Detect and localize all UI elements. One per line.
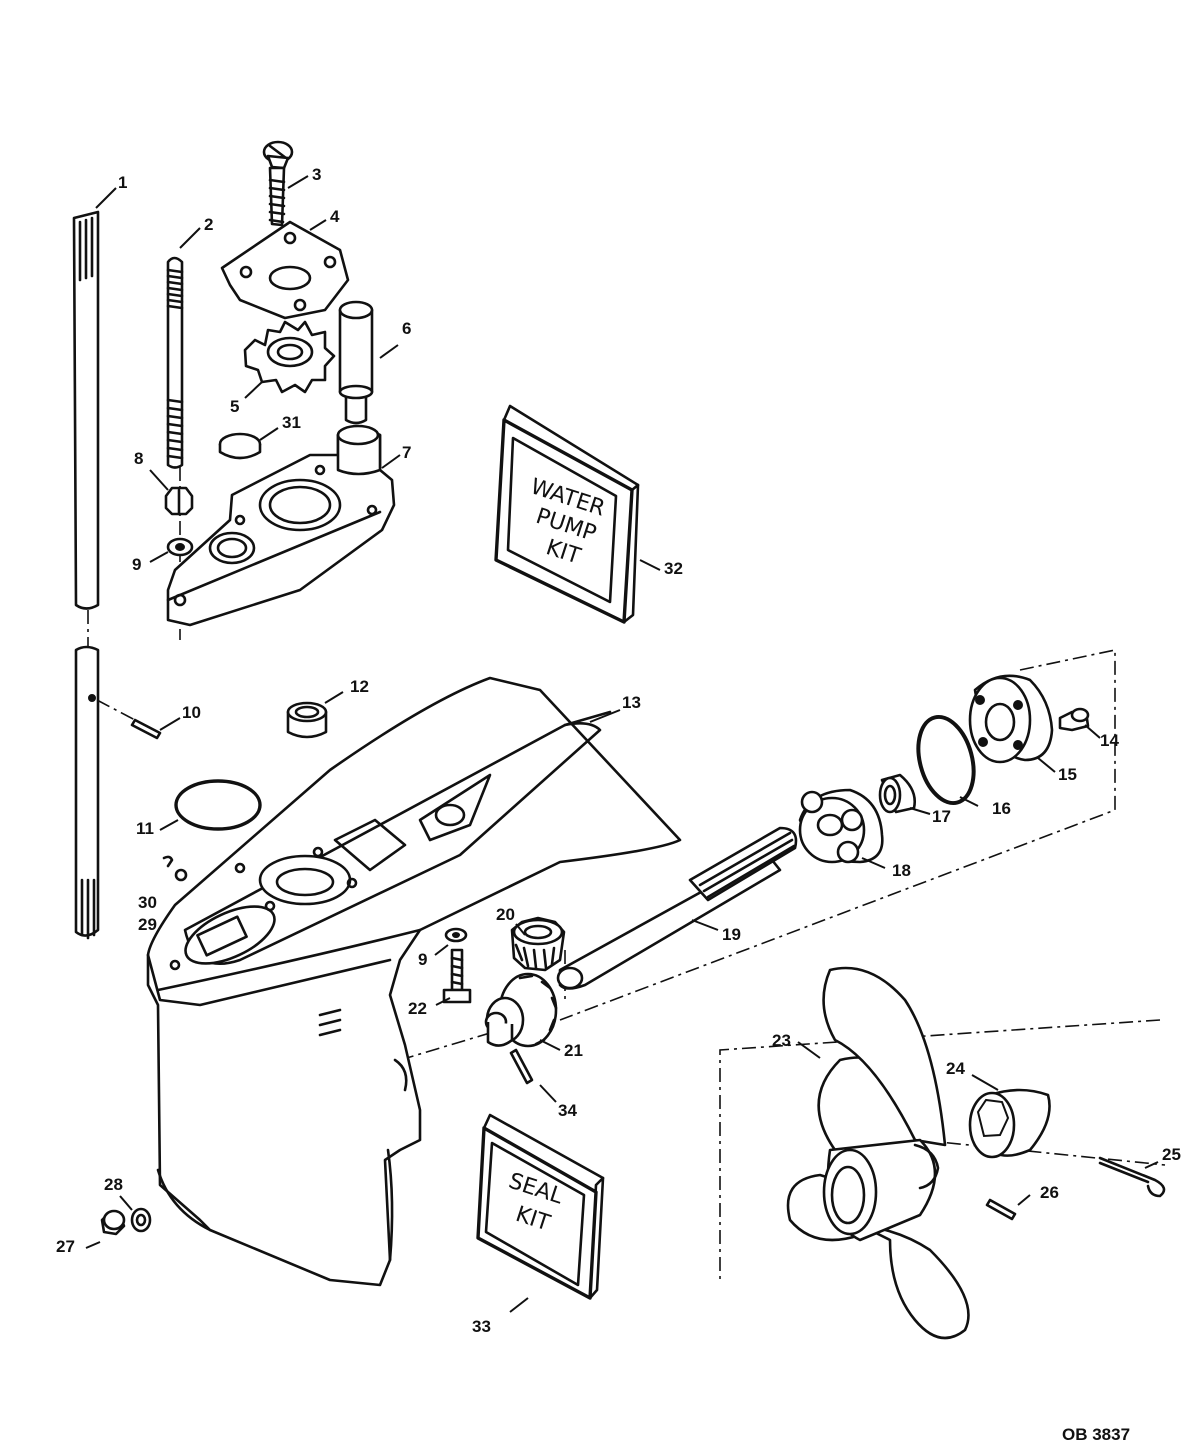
impeller <box>243 320 336 394</box>
callout-17: 17 <box>932 807 951 826</box>
callout-14: 14 <box>1100 731 1119 750</box>
thrust-hub <box>968 1088 1051 1159</box>
callout-7: 7 <box>402 443 411 462</box>
propeller <box>786 966 970 1340</box>
callout-26: 26 <box>1040 1183 1059 1202</box>
callout-23: 23 <box>772 1031 791 1050</box>
housing-fin-edge <box>563 710 612 727</box>
callout-33: 33 <box>472 1317 491 1336</box>
callout-12: 12 <box>350 677 369 696</box>
forward-gear <box>484 972 558 1048</box>
callout-11: 11 <box>136 819 154 838</box>
callout-34: 34 <box>558 1101 577 1120</box>
callout-24: 24 <box>946 1059 965 1078</box>
carrier-o-ring <box>916 714 976 806</box>
water-tube <box>338 300 374 425</box>
bearing <box>878 773 916 814</box>
callout-5: 5 <box>230 397 239 416</box>
prop-pin <box>985 1198 1017 1221</box>
callout-9-upper: 9 <box>132 555 141 574</box>
callout-20: 20 <box>496 905 515 924</box>
bushing <box>286 701 328 739</box>
callout-8: 8 <box>134 449 143 468</box>
gear-housing <box>146 676 682 1287</box>
assembly-lines <box>87 440 1166 1280</box>
callout-2: 2 <box>204 215 213 234</box>
callout-30: 30 <box>138 893 157 912</box>
callout-15: 15 <box>1058 765 1077 784</box>
callout-27: 27 <box>56 1237 75 1256</box>
pin <box>130 718 162 740</box>
water-pump-kit-box: WATER PUMP KIT <box>494 404 640 624</box>
bearing-carrier <box>968 674 1054 764</box>
drain-screw <box>100 1209 126 1236</box>
callout-21: 21 <box>564 1041 583 1060</box>
callout-3: 3 <box>312 165 321 184</box>
carrier-bolt <box>1058 707 1090 732</box>
callout-32: 32 <box>664 559 683 578</box>
drawing-code: OB 3837 <box>1062 1425 1130 1444</box>
callout-6: 6 <box>402 319 411 338</box>
callout-19: 19 <box>722 925 741 944</box>
callout-22: 22 <box>408 999 427 1018</box>
seal-kit-box: SEAL KIT <box>476 1113 605 1300</box>
pinion-gear <box>510 916 566 972</box>
callout-31: 31 <box>282 413 301 432</box>
screw-and-washer <box>162 855 188 882</box>
propeller-shaft <box>556 826 798 990</box>
bolt <box>442 927 472 1004</box>
callout-29: 29 <box>138 915 157 934</box>
callout-16: 16 <box>992 799 1011 818</box>
callout-numbers: 1 2 3 4 5 6 7 8 9 9 10 11 12 13 14 15 16… <box>56 165 1181 1336</box>
leader-lines <box>85 175 1159 1313</box>
callout-28: 28 <box>104 1175 123 1194</box>
cotter-pin <box>1098 1156 1166 1198</box>
drive-shaft <box>72 210 100 940</box>
stud <box>166 256 184 469</box>
callout-18: 18 <box>892 861 911 880</box>
sealing-washer <box>130 1207 152 1233</box>
callout-13: 13 <box>622 693 641 712</box>
shift-pin <box>509 1048 534 1085</box>
nut <box>164 486 194 516</box>
washer <box>166 537 194 557</box>
impeller-plate <box>220 220 350 320</box>
callout-10: 10 <box>182 703 201 722</box>
callout-4: 4 <box>330 207 340 226</box>
o-ring <box>174 779 262 831</box>
screw <box>262 140 294 227</box>
plug <box>218 432 262 460</box>
pump-housing <box>166 424 396 627</box>
callout-25: 25 <box>1162 1145 1181 1164</box>
callout-1: 1 <box>118 173 127 192</box>
callout-9-lower: 9 <box>418 950 427 969</box>
reverse-gear <box>798 788 884 864</box>
